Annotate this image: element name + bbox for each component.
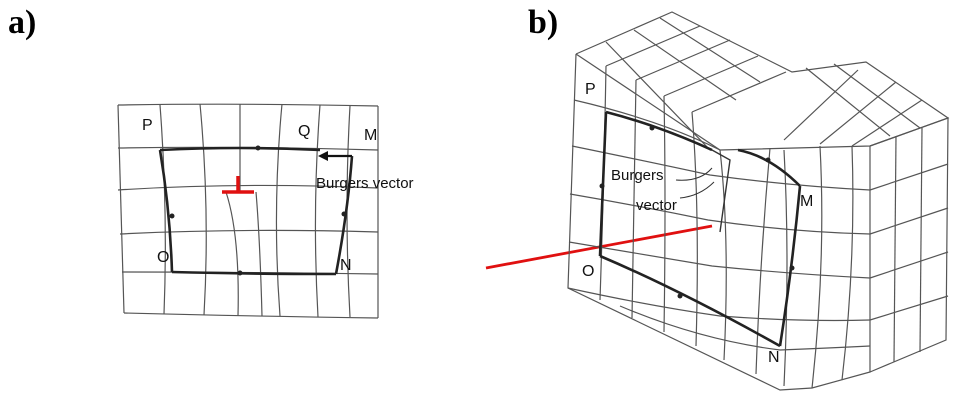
point-m-label-b: M <box>800 193 813 210</box>
point-p-label-b: P <box>585 81 596 98</box>
burgers-vector-label-a: Burgers vector <box>316 175 414 192</box>
burgers-label-b-line2: vector <box>636 197 677 214</box>
panel-a-burgers-vector <box>318 151 352 161</box>
point-o-label-b: O <box>582 263 594 280</box>
point-q-label-a: Q <box>298 123 310 140</box>
point-n-label-a: N <box>340 257 352 274</box>
edge-dislocation-symbol <box>222 176 254 194</box>
panel-a-circuit-nodes <box>169 145 347 276</box>
point-p-label-a: P <box>142 117 153 134</box>
dislocation-step <box>711 149 731 233</box>
panel-b-block <box>567 11 950 391</box>
panel-a-label: a) <box>8 4 37 41</box>
point-m-label-a: M <box>364 127 377 144</box>
burgers-leader-2 <box>679 181 715 199</box>
point-n-label-b: N <box>768 349 780 366</box>
panel-a-burgers-circuit <box>158 146 354 276</box>
burgers-leader-1 <box>675 167 713 181</box>
point-o-label-a: O <box>157 249 169 266</box>
panel-b-label: b) <box>528 4 559 41</box>
panel-a-lattice <box>117 103 379 319</box>
panel-b-circuit-nodes <box>599 125 795 299</box>
burgers-label-b-line1: Burgers <box>611 167 664 184</box>
